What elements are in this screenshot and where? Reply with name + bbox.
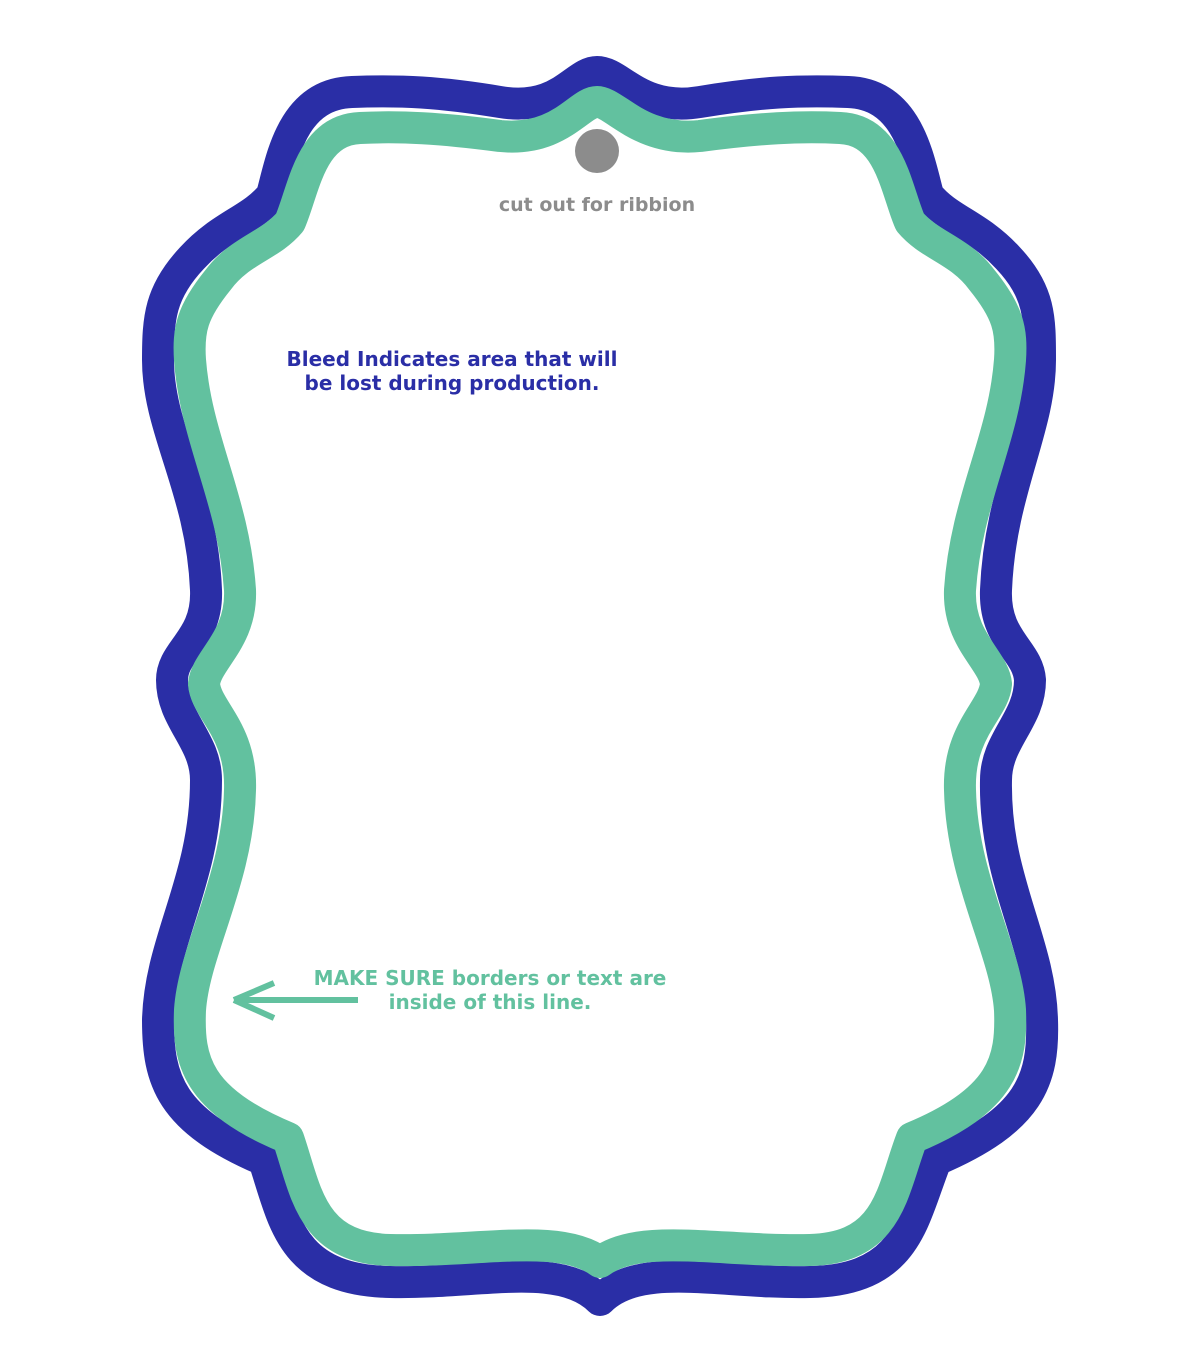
left-arrow-icon xyxy=(232,980,358,1021)
safe-note-line-2: inside of this line. xyxy=(388,990,592,1014)
safe-note-line-1: MAKE SURE borders or text are xyxy=(313,966,667,990)
safe-note: MAKE SURE borders or text are inside of … xyxy=(270,966,710,1014)
bleed-note: Bleed Indicates area that will be lost d… xyxy=(240,347,664,395)
bleed-note-line-2: be lost during production. xyxy=(304,371,600,395)
ribbon-cutout-circle xyxy=(575,129,619,173)
bleed-border xyxy=(142,56,1059,1316)
safe-border xyxy=(173,86,1027,1278)
cutout-label: cut out for ribbion xyxy=(498,194,696,216)
bleed-note-line-1: Bleed Indicates area that will xyxy=(286,347,618,371)
